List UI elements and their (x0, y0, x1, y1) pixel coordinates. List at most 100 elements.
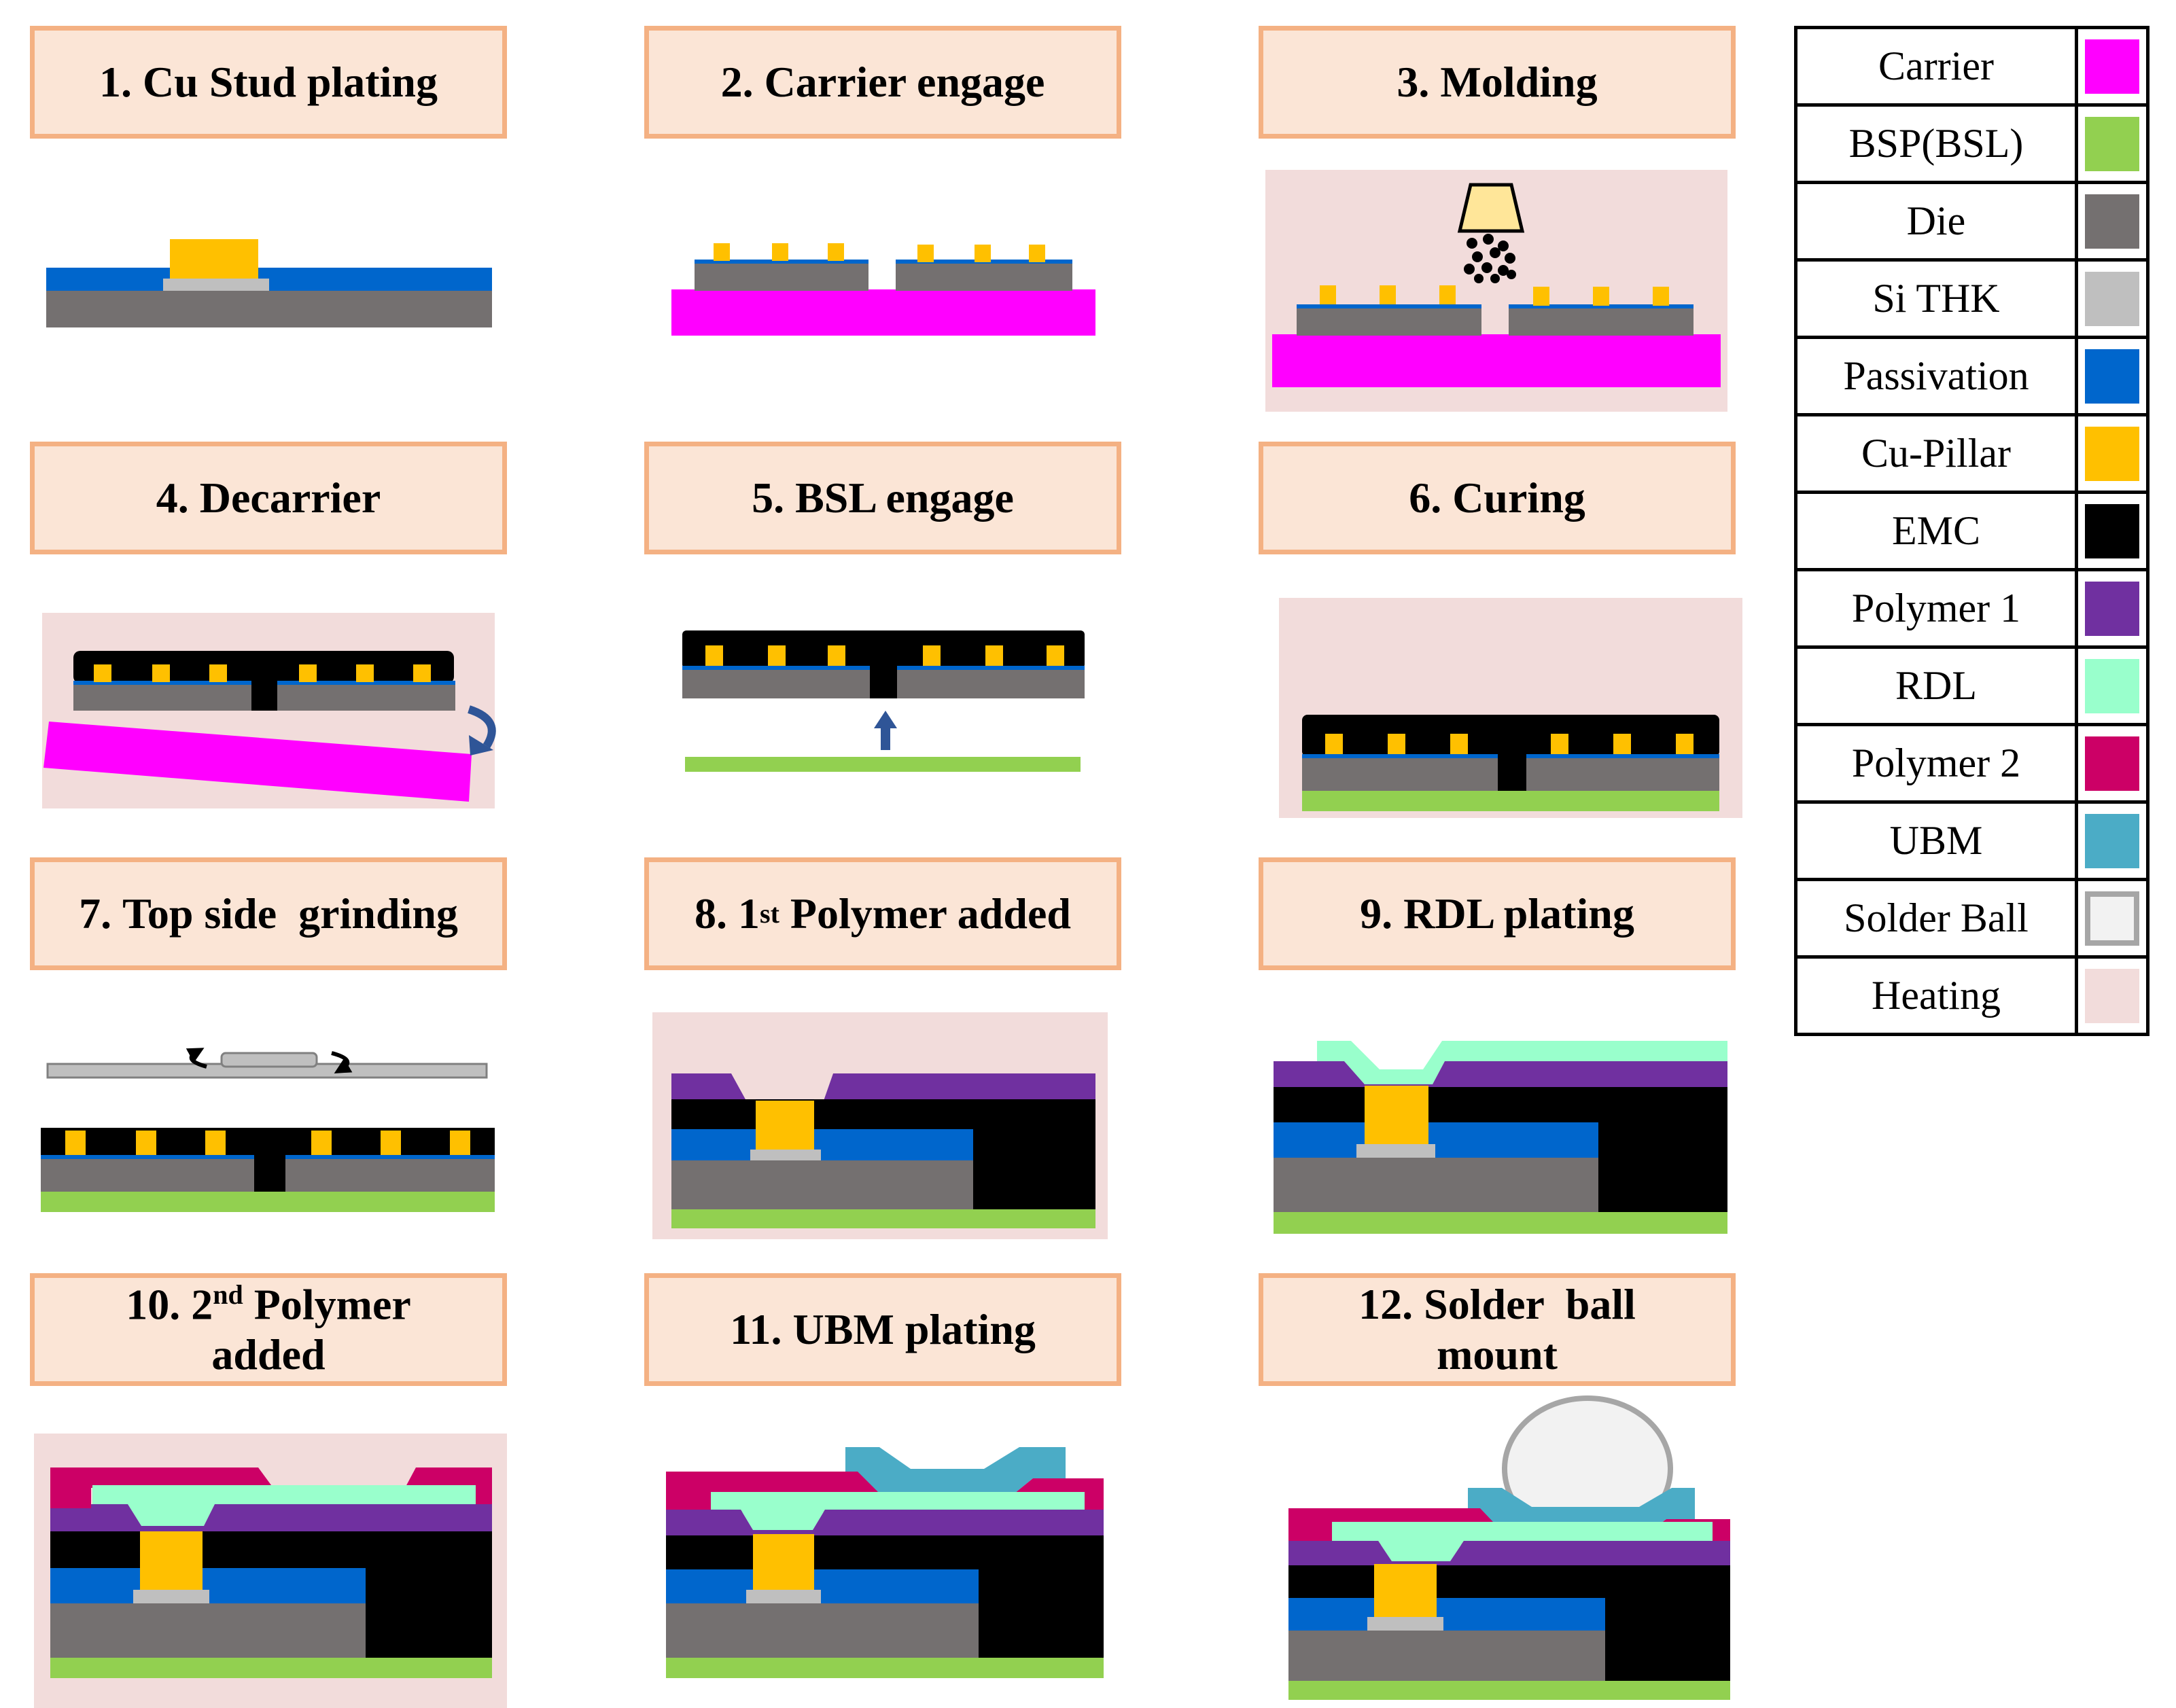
polymer-2 (50, 1488, 91, 1508)
step-4-title: 4. Decarrier (30, 442, 507, 554)
step-1-number: 1. (99, 58, 133, 107)
die (1288, 1631, 1605, 1681)
step-6-title: 6. Curing (1259, 442, 1736, 554)
cu-pillar (768, 645, 786, 666)
legend-row: Die (1794, 181, 2149, 262)
cu-pillar (1533, 287, 1549, 306)
legend-swatch (2085, 891, 2139, 946)
legend-label: Polymer 1 (1794, 568, 2078, 649)
step-11-diagram (666, 1447, 1104, 1678)
emc-pellets-icon (1464, 234, 1516, 283)
legend-label: Carrier (1794, 26, 2078, 107)
bsl (685, 757, 1081, 772)
emc (1274, 1087, 1727, 1122)
die (1274, 1158, 1598, 1212)
bsl (1302, 791, 1719, 811)
step-3-label: Molding (1440, 58, 1598, 107)
step-11-label: UBM plating (792, 1305, 1036, 1354)
legend-swatch-cell (2075, 723, 2149, 804)
die-right (277, 683, 455, 711)
step-12-number: 12. (1358, 1280, 1414, 1329)
step-1-label: Cu Stud plating (143, 58, 438, 107)
cu-pillar (1450, 734, 1468, 754)
step-9-number: 9. (1360, 889, 1393, 938)
cu-pillar (772, 243, 788, 261)
emc (366, 1568, 492, 1658)
step-2-diagram (671, 243, 1095, 336)
legend-swatch (2085, 426, 2139, 481)
step-1-title: 1. Cu Stud plating (30, 26, 507, 139)
emc (1605, 1598, 1730, 1681)
step-4-number: 4. (156, 474, 189, 522)
step-9-label: RDL plating (1403, 889, 1634, 938)
emc (73, 651, 454, 683)
legend-row: Cu-Pillar (1794, 413, 2149, 494)
step-7-number: 7. (79, 889, 112, 938)
cu-pillar (753, 1534, 814, 1591)
step-12-label: Solder ball (1424, 1280, 1636, 1329)
legend-row: Heating (1794, 955, 2149, 1036)
legend-label: EMC (1794, 491, 2078, 571)
legend-label: Polymer 2 (1794, 723, 2078, 804)
bsl (1288, 1681, 1730, 1700)
carrier (1272, 334, 1721, 387)
rotate-right-icon (331, 1051, 353, 1074)
si-thk (1356, 1144, 1435, 1159)
rdl (1317, 1041, 1727, 1084)
legend-swatch-cell (2075, 26, 2149, 107)
step-7-title: 7. Top side grinding (30, 857, 507, 970)
die-right (897, 669, 1085, 698)
legend-swatch-cell (2075, 800, 2149, 881)
legend-label: BSP(BSL) (1794, 103, 2078, 184)
cu-pillar (65, 1131, 86, 1155)
legend-label: Die (1794, 181, 2078, 262)
cu-pillar (381, 1131, 401, 1155)
step-10-diagram (34, 1434, 507, 1708)
legend-row: Polymer 2 (1794, 723, 2149, 804)
step-7-diagram (41, 1048, 495, 1212)
step-6-number: 6. (1409, 474, 1442, 522)
legend-swatch-cell (2075, 258, 2149, 339)
bsl (50, 1658, 492, 1678)
emc-gap (251, 683, 277, 711)
legend-row: UBM (1794, 800, 2149, 881)
step-3-diagram (1265, 170, 1727, 412)
emc-gap (870, 669, 897, 698)
cu-pillar (985, 645, 1003, 666)
legend-row: Si THK (1794, 258, 2149, 339)
legend-swatch (2085, 194, 2139, 249)
carrier (43, 722, 472, 802)
cu-pillar (1551, 734, 1568, 754)
legend-swatch (2085, 581, 2139, 636)
step-3-title: 3. Molding (1259, 26, 1736, 139)
step-5-diagram (682, 630, 1085, 772)
step-4-label: Decarrier (199, 474, 381, 522)
emc (979, 1569, 1104, 1658)
cu-pillar (209, 664, 227, 682)
die (50, 1603, 366, 1658)
rotate-left-icon (186, 1048, 207, 1069)
cu-pillar (828, 243, 844, 261)
mold-dispenser-icon (1457, 183, 1525, 233)
polymer-1 (1288, 1541, 1730, 1567)
step-12-label-line2: mount (1437, 1330, 1558, 1378)
passivation (1288, 1598, 1605, 1631)
legend-row: Passivation (1794, 336, 2149, 416)
legend-row: Solder Ball (1794, 878, 2149, 959)
legend-swatch (2085, 968, 2139, 1023)
si-thk (746, 1590, 821, 1605)
emc (682, 630, 1085, 669)
passivation (1274, 1122, 1598, 1158)
step-10-ordinal-suffix: nd (213, 1279, 243, 1311)
cu-pillar (450, 1131, 470, 1155)
cu-pillar (1374, 1564, 1437, 1618)
step-10-title: 10. 2nd Polymer added (30, 1273, 507, 1386)
die-left (682, 669, 870, 698)
step-12-diagram (1288, 1395, 1730, 1700)
step-10-label: Polymer (253, 1280, 411, 1329)
cu-pillar (1439, 285, 1456, 304)
polymer-1 (50, 1504, 492, 1531)
legend-label: Heating (1794, 955, 2078, 1036)
